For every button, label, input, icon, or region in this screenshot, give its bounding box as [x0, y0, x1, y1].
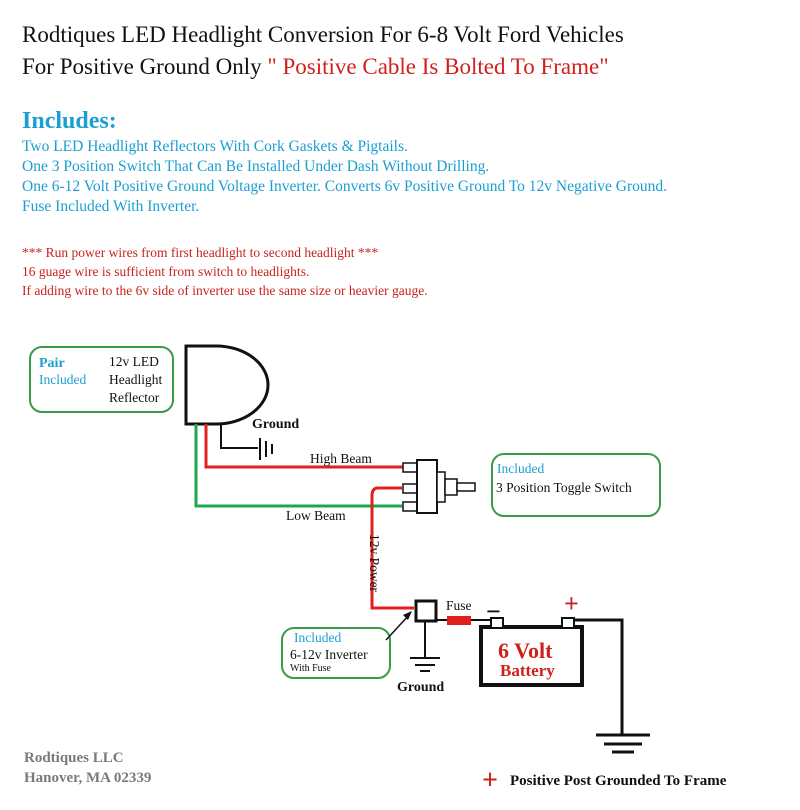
ground-symbol-bottom [410, 657, 440, 672]
headlight-name-line: Reflector [109, 390, 160, 405]
headlight-tag-pair: Pair [39, 356, 65, 371]
wiring-note: 16 guage wire is sufficient from switch … [22, 264, 310, 279]
includes-item: Two LED Headlight Reflectors With Cork G… [22, 138, 408, 155]
page-subtitle: For Positive Ground Only " Positive Cabl… [22, 54, 609, 80]
ground-label-bottom: Ground [397, 680, 445, 695]
fuse-label: Fuse [446, 598, 472, 613]
inverter-pointer [385, 613, 411, 641]
ground-symbol-frame [596, 733, 650, 754]
wiring-note: *** Run power wires from first headlight… [22, 245, 379, 260]
high-beam-wire [204, 424, 404, 469]
includes-heading: Includes: [22, 108, 117, 134]
includes-item: One 6-12 Volt Positive Ground Voltage In… [22, 178, 667, 195]
inverter-shape [414, 599, 438, 623]
headlight-info-box [29, 346, 174, 413]
subtitle-prefix: For Positive Ground Only [22, 54, 268, 79]
positive-frame-wire [574, 618, 624, 735]
inverter-sub: With Fuse [290, 663, 331, 674]
ground-label-top: Ground [252, 417, 300, 432]
headlight-name-line: Headlight [109, 372, 163, 387]
battery-positive-post [561, 617, 575, 629]
footer-company: Rodtiques LLC [24, 750, 124, 766]
battery-voltage-label: 6 Volt [498, 638, 553, 663]
headlight-reflector-shape [184, 344, 270, 426]
power-12v-label: 12v Power [367, 533, 383, 593]
high-beam-label: High Beam [310, 451, 372, 466]
inverter-tag-included: Included [294, 630, 342, 645]
inverter-name: 6-12v Inverter [290, 647, 368, 662]
includes-item: One 3 Position Switch That Can Be Instal… [22, 158, 490, 175]
positive-note: Positive Post Grounded To Frame [510, 773, 727, 789]
page-title: Rodtiques LED Headlight Conversion For 6… [22, 22, 624, 47]
includes-item: Fuse Included With Inverter. [22, 198, 200, 215]
battery-label: Battery [500, 661, 555, 680]
low-beam-label: Low Beam [286, 508, 346, 523]
battery-negative-post [490, 617, 504, 629]
power-12v-wire [370, 486, 414, 610]
ground-symbol-top [259, 438, 273, 460]
subtitle-emphasis: " Positive Cable Is Bolted To Frame" [267, 54, 609, 79]
footer-location: Hanover, MA 02339 [24, 770, 152, 786]
switch-tag-included: Included [497, 461, 545, 476]
switch-name: 3 Position Toggle Switch [496, 480, 632, 495]
headlight-name-line: 12v LED [109, 354, 159, 369]
toggle-switch-shape [402, 459, 476, 514]
headlight-ground-wire [220, 424, 258, 449]
battery-positive-symbol: + [564, 589, 579, 618]
switch-info-box [491, 453, 661, 517]
inverter-pointer-head [403, 611, 412, 620]
low-beam-wire [194, 424, 402, 508]
wiring-note: If adding wire to the 6v side of inverte… [22, 283, 428, 298]
fuse-shape [447, 616, 471, 625]
positive-note-symbol: + [482, 765, 498, 796]
headlight-tag-included: Included [39, 372, 87, 387]
battery-shape [479, 625, 584, 687]
inverter-info-box [281, 627, 391, 679]
battery-negative-symbol: − [486, 597, 501, 626]
